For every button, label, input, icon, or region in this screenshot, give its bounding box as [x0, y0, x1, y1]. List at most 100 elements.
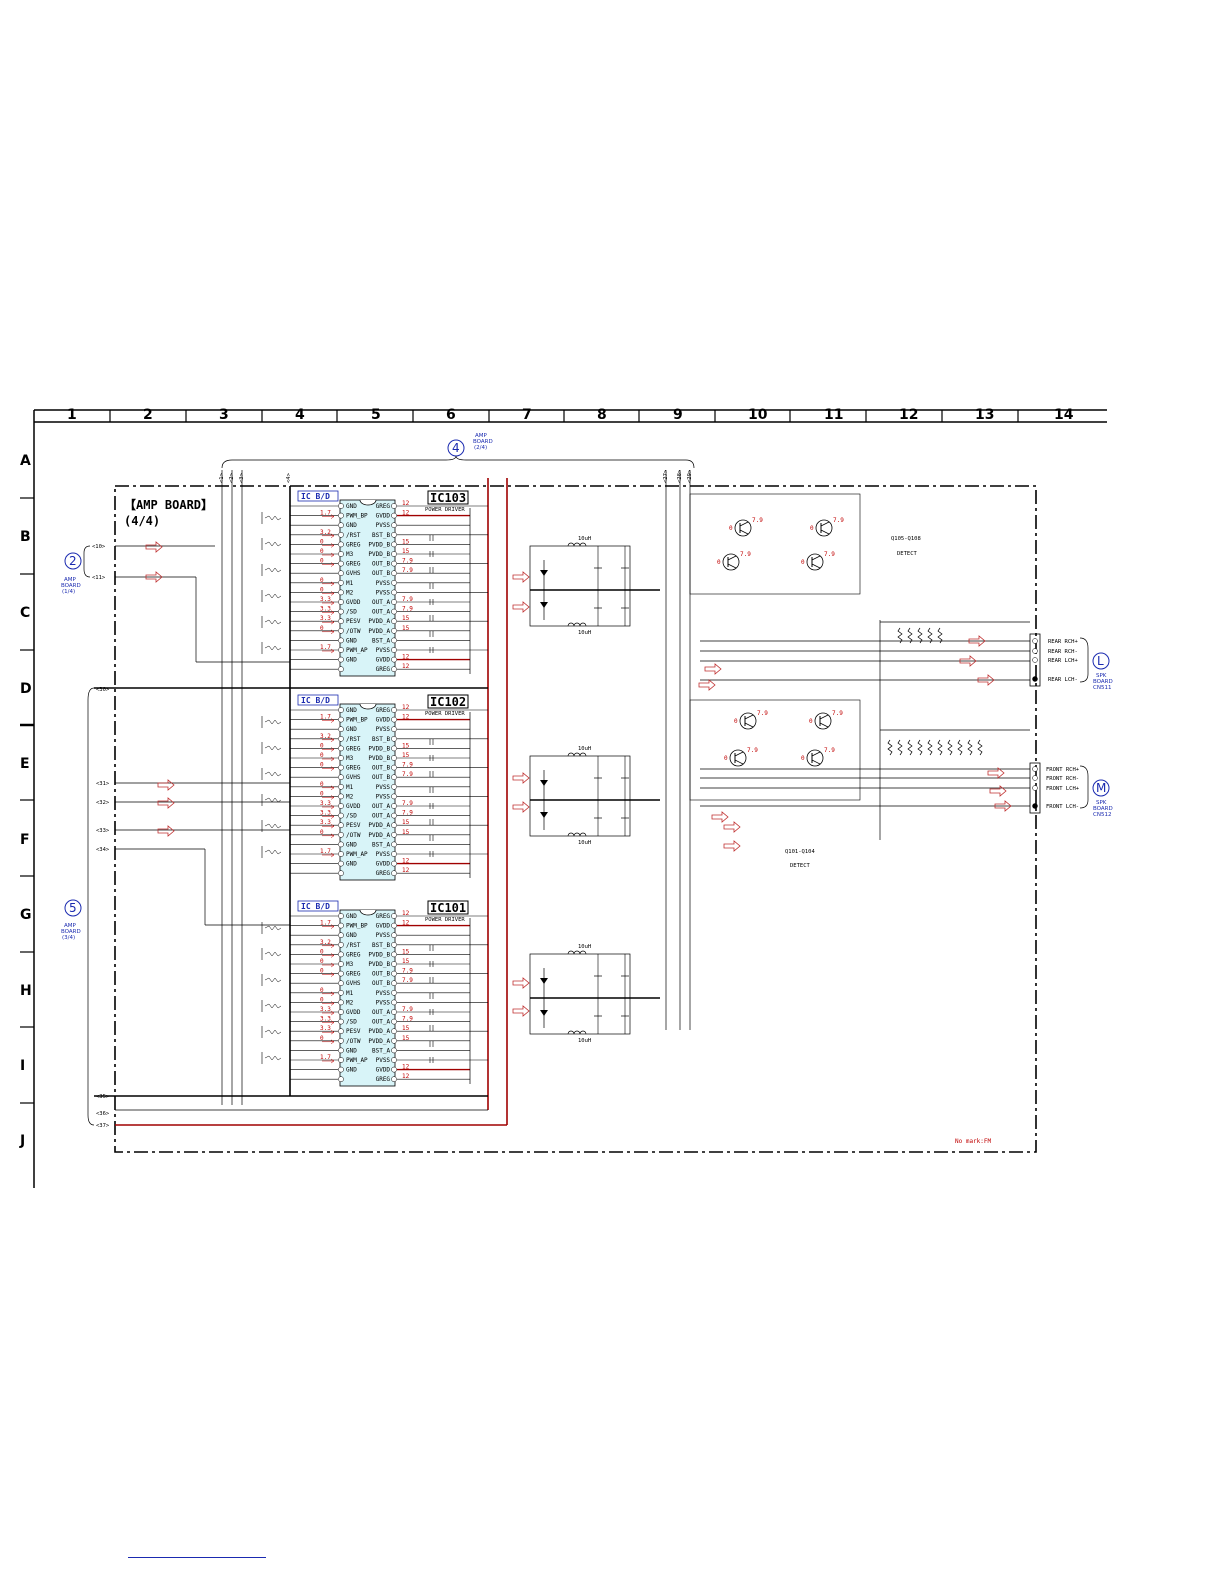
connector-5: 5 AMP BOARD (3/4) [61, 687, 95, 1126]
ic-pin-right: PVDD_A [368, 1038, 390, 1045]
ic-voltage-left: 0 [320, 958, 324, 965]
ic-pin-right: PVSS [376, 990, 391, 997]
ic-pin-left: GREG [346, 561, 361, 568]
ic-voltage-right: 12 [402, 510, 410, 517]
svg-text:L: L [1097, 654, 1104, 668]
transistor: 7.90 [809, 710, 843, 730]
input-label: <37> [96, 1123, 110, 1129]
ic-pin-right: GVDD [376, 513, 391, 520]
svg-text:SPK: SPK [1096, 673, 1107, 679]
ic-voltage-right: 7.9 [402, 558, 413, 565]
ic-pin-left: GVHS [346, 774, 361, 781]
ic-voltage-right: 15 [402, 958, 410, 965]
ic-voltage-right: 15 [402, 625, 410, 632]
ic-voltage-right: 15 [402, 548, 410, 555]
ic-pin-right: GREG [376, 503, 391, 510]
ic-pin-left: GND [346, 932, 357, 939]
ic-pin-right: GREG [376, 707, 391, 714]
ic-title: IC103 [430, 491, 466, 505]
ic-pin-left: /OTW [346, 832, 361, 839]
ic-pin-right: PVDD_B [368, 551, 390, 558]
ic-pin-left: GND [346, 726, 357, 733]
transistor: 7.90 [801, 551, 835, 571]
ic-pin-left: M2 [346, 793, 354, 800]
ic-voltage-left: 0 [320, 762, 324, 769]
ic-voltage-left: 1.7 [320, 848, 331, 855]
column-label-10: 10 [748, 407, 768, 423]
ic-pin-left: PWM_BP [346, 513, 368, 520]
ic-pin-right: OUT_B [372, 561, 390, 568]
top-connector-label: <29> [687, 469, 693, 483]
svg-text:BOARD: BOARD [61, 929, 81, 935]
ic-pin-left: M1 [346, 580, 354, 587]
ic-voltage-left: 3.3 [320, 800, 331, 807]
ic-pin-right: PVDD_B [368, 755, 390, 762]
svg-text:2: 2 [69, 554, 77, 568]
row-label-D: D [20, 681, 32, 697]
ic-voltage-right: 12 [402, 500, 410, 507]
ic-voltage-left: 0 [320, 781, 324, 788]
ic-pin-left: /RST [346, 532, 361, 539]
ic-pin-right: PVDD_A [368, 628, 390, 635]
inductor-label: 10uH [578, 944, 591, 950]
ic-pin-left: GND [346, 1067, 357, 1074]
transistor: 7.90 [724, 747, 758, 767]
top-connector-labels: <1><2><3><4><27><28><29> [219, 469, 693, 483]
transistor-voltage: 7.9 [824, 551, 835, 558]
ic-voltage-left: 0 [320, 577, 324, 584]
transistor-voltage: 7.9 [824, 747, 835, 754]
input-label: <10> [92, 544, 106, 550]
ic-voltage-right: 12 [402, 858, 410, 865]
ic-voltage-right: 7.9 [402, 977, 413, 984]
ic-pin-left: PWM_AP [346, 1057, 368, 1064]
svg-text:BOARD: BOARD [473, 439, 493, 445]
transistor-voltage: 0 [734, 718, 738, 725]
column-label-8: 8 [597, 407, 607, 423]
svg-text:5: 5 [69, 901, 77, 915]
ic-pin-right: PVSS [376, 522, 391, 529]
svg-text:(2/4): (2/4) [474, 445, 487, 451]
ic-voltage-left: 0 [320, 829, 324, 836]
ic-voltage-left: 0 [320, 1035, 324, 1042]
top-connector-label: <4> [286, 472, 292, 483]
transistor-voltage: 7.9 [757, 710, 768, 717]
ic-pin-left: GND [346, 861, 357, 868]
ic-voltage-left: 3.3 [320, 596, 331, 603]
signal-arrow [512, 801, 530, 813]
signal-arrow [723, 821, 741, 833]
ic-voltage-left: 3.3 [320, 606, 331, 613]
front-detect-sub: DETECT [790, 863, 811, 869]
connector-M: M SPK BOARD CN512 [1079, 765, 1113, 818]
rear-output-terminal [1029, 633, 1041, 687]
ic-pin-right: GVDD [376, 717, 391, 724]
ic-role: POWER DRIVER [425, 711, 465, 717]
ic-pin-right: PVDD_A [368, 618, 390, 625]
ic-pin-right: PVDD_B [368, 951, 390, 958]
ic-pin-left: M3 [346, 961, 354, 968]
ic-voltage-right: 15 [402, 615, 410, 622]
ic-voltage-right: 7.9 [402, 968, 413, 975]
signal-arrow [987, 767, 1005, 779]
ic-pin-right: PVSS [376, 647, 391, 654]
rear-output-labels: REAR RCH+REAR RCH-REAR LCH+REAR LCH- [1032, 638, 1078, 683]
ic-voltage-right: 7.9 [402, 810, 413, 817]
input-label: <36> [96, 1111, 110, 1117]
ic-voltage-right: 7.9 [402, 596, 413, 603]
ic-pin-left: PWM_AP [346, 851, 368, 858]
board-title: 【AMP BOARD】 [124, 497, 213, 512]
ic-voltage-left: 3.3 [320, 819, 331, 826]
ic-title: IC102 [430, 695, 466, 709]
ic-voltage-right: 7.9 [402, 800, 413, 807]
ic-voltage-right: 12 [402, 714, 410, 721]
ic-pin-right: PVDD_A [368, 832, 390, 839]
row-label-C: C [20, 605, 30, 621]
ic-pin-left: PESV [346, 822, 361, 829]
svg-text:M: M [1096, 781, 1106, 795]
column-label-14: 14 [1054, 407, 1074, 423]
svg-text:AMP: AMP [64, 577, 77, 583]
front-output-labels: FRONT RCH+FRONT RCH-FRONT LCH+FRONT LCH- [1032, 766, 1080, 810]
ic-voltage-right: 12 [402, 663, 410, 670]
top-connector-label: <28> [677, 469, 683, 483]
